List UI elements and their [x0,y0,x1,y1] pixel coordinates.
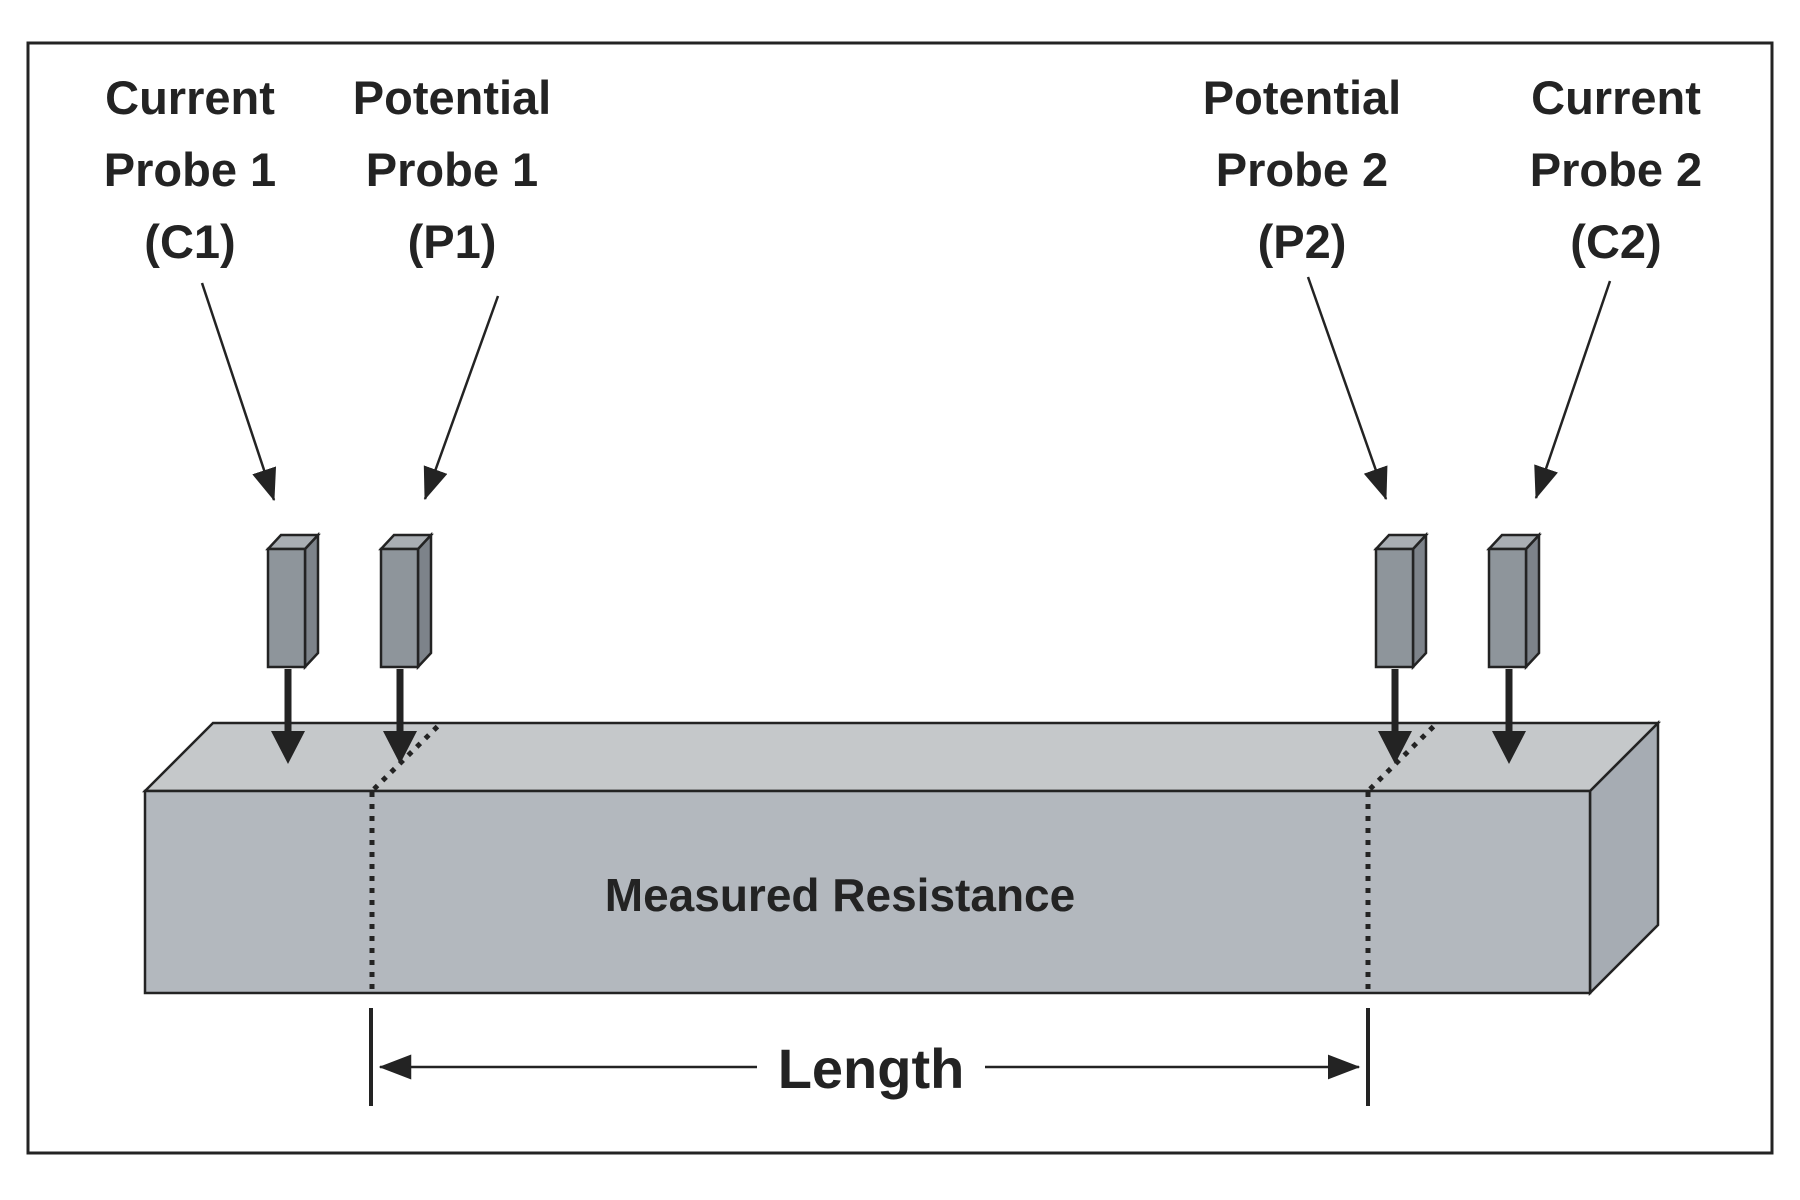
label-line: Probe 2 [1216,143,1388,196]
label-line: Current [1531,71,1701,124]
p1-dotted-top [372,724,440,791]
probe-p1-front [379,547,420,669]
probe-c2-side [1524,531,1541,671]
c1-label-arrow [200,282,277,502]
probe-p1-side [416,531,433,671]
length-label: Length [778,1037,965,1100]
bar-top-face [141,721,1662,793]
label-line: (C2) [1570,215,1661,268]
probe-c1-front [266,547,307,669]
label-potential-probe-2: Potential Probe 2 (P2) [1203,71,1401,268]
c2-contact-arrow [1492,669,1526,764]
label-line: Current [105,71,275,124]
label-line: (P2) [1258,215,1347,268]
bar-label: Measured Resistance [605,869,1075,921]
label-potential-probe-1: Potential Probe 1 (P1) [353,71,551,268]
resistor-bar: Measured Resistance [141,719,1662,997]
label-line: (P1) [408,215,497,268]
label-line: Probe 1 [366,143,538,196]
bar-front-face [143,789,1592,995]
p1-label-arrow [423,295,500,501]
p1-contact-arrow [383,669,417,764]
label-line: Potential [353,71,551,124]
probe-c1-side [303,531,320,671]
length-dimension: Length [369,1008,1370,1106]
probe-c1 [265,531,321,671]
p2-label-arrow [1306,276,1388,501]
label-line: Probe 2 [1530,143,1702,196]
p1-section-boundary [369,724,440,991]
label-current-probe-2: Current Probe 2 (C2) [1530,71,1702,268]
p2-section-boundary [1365,724,1436,991]
probe-p2-front [1374,547,1415,669]
c2-label-arrow [1534,280,1612,500]
probe-p1 [378,531,434,671]
p2-contact-arrow [1378,669,1412,764]
probe-p2-side [1411,531,1428,671]
label-line: Potential [1203,71,1401,124]
c1-contact-arrow [271,669,305,764]
label-line: Probe 1 [104,143,276,196]
probe-c2 [1486,531,1542,671]
label-line: (C1) [144,215,235,268]
p2-dotted-top [1368,724,1436,791]
probe-c2-front [1487,547,1528,669]
label-current-probe-1: Current Probe 1 (C1) [104,71,276,268]
probe-p2 [1373,531,1429,671]
